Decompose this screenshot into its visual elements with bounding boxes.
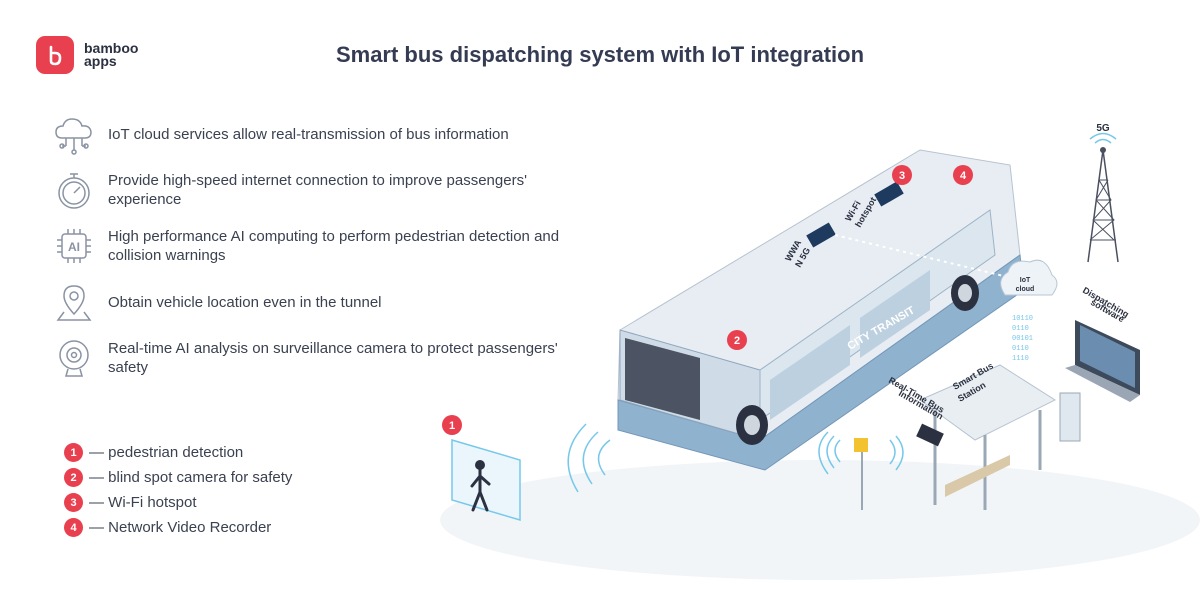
cloud-network-icon: [50, 110, 98, 158]
binary-stream: 10110 0110 00101 0110 1110: [1012, 315, 1033, 363]
binary-line: 00101: [1012, 335, 1033, 343]
marker-4-label: 4: [960, 170, 967, 182]
legend-item-pedestrian-detection: 1 — pedestrian detection: [64, 443, 243, 462]
marker-badge: 2: [64, 468, 83, 487]
legend-item-wifi-hotspot: 3 — Wi-Fi hotspot: [64, 493, 197, 512]
legend-label: — blind spot camera for safety: [89, 469, 293, 486]
ground-shadow: [440, 460, 1200, 580]
iot-cloud: IoT cloud: [1000, 259, 1058, 296]
marker-3-label: 3: [899, 170, 905, 182]
bus-stop-sign: [854, 438, 868, 510]
bamboo-logo-icon: [36, 36, 74, 74]
tower-label: 5G: [1096, 123, 1110, 134]
feature-text: Obtain vehicle location even in the tunn…: [108, 293, 382, 311]
webcam-icon: [50, 334, 98, 382]
marker-badge: 4: [64, 518, 83, 537]
cloud-label-1: IoT: [1020, 277, 1031, 284]
binary-line: 0110: [1012, 325, 1029, 333]
bamboo-apps-logo: bamboo apps: [36, 36, 138, 74]
feature-text: Real-time AI analysis on surveillance ca…: [108, 340, 558, 376]
brand-name: bamboo apps: [84, 40, 139, 69]
svg-text:AI: AI: [68, 240, 80, 254]
ai-chip-icon: AI: [50, 222, 98, 270]
wifi-router: [874, 181, 904, 207]
legend-item-network-video-recorder: 4 — Network Video Recorder: [64, 518, 271, 537]
dispatch-laptop: Dispatching software: [1065, 285, 1140, 402]
marker-3: 3: [892, 165, 912, 185]
legend-label: — Network Video Recorder: [89, 519, 272, 536]
legend-item-blind-spot-camera: 2 — blind spot camera for safety: [64, 468, 292, 487]
marker-badge: 1: [64, 443, 83, 462]
cloud-label-2: cloud: [1016, 286, 1035, 293]
binary-line: 10110: [1012, 315, 1033, 323]
marker-1: 1: [442, 415, 462, 435]
stopwatch-icon: [50, 166, 98, 214]
legend-label: — Wi-Fi hotspot: [89, 494, 197, 511]
bus: CITY TRANSIT WWA N 5G Wi-Fi hotspot: [617, 149, 1025, 471]
brand-line-1: bamboo: [84, 40, 139, 56]
feature-item-iot-cloud: IoT cloud services allow real-transmissi…: [50, 110, 590, 158]
binary-line: 1110: [1012, 355, 1029, 363]
marker-badge: 3: [64, 493, 83, 512]
feature-item-internet: Provide high-speed internet connection t…: [50, 166, 590, 214]
cell-tower: 5G: [1087, 123, 1119, 263]
feature-text: High performance AI computing to perform…: [108, 228, 560, 264]
marker-2: 2: [727, 330, 747, 350]
marker-4: 4: [953, 165, 973, 185]
legend-label: — pedestrian detection: [89, 444, 244, 461]
location-pin-icon: [50, 278, 98, 326]
wwan-modem: [806, 222, 836, 248]
marker-2-label: 2: [734, 335, 740, 347]
marker-1-label: 1: [449, 420, 455, 432]
feature-item-ai-computing: AI High performance AI computing to perf…: [50, 222, 590, 270]
feature-text: IoT cloud services allow real-transmissi…: [108, 125, 509, 143]
brand-line-2: apps: [84, 53, 117, 69]
feature-item-camera: Real-time AI analysis on surveillance ca…: [50, 334, 590, 382]
feature-item-location: Obtain vehicle location even in the tunn…: [50, 278, 590, 326]
pedestrian-detection-zone: [451, 438, 521, 522]
feature-text: Provide high-speed internet connection t…: [108, 172, 527, 208]
wireless-signal: [567, 423, 904, 493]
binary-line: 0110: [1012, 345, 1029, 353]
page-title: Smart bus dispatching system with IoT in…: [335, 42, 865, 67]
